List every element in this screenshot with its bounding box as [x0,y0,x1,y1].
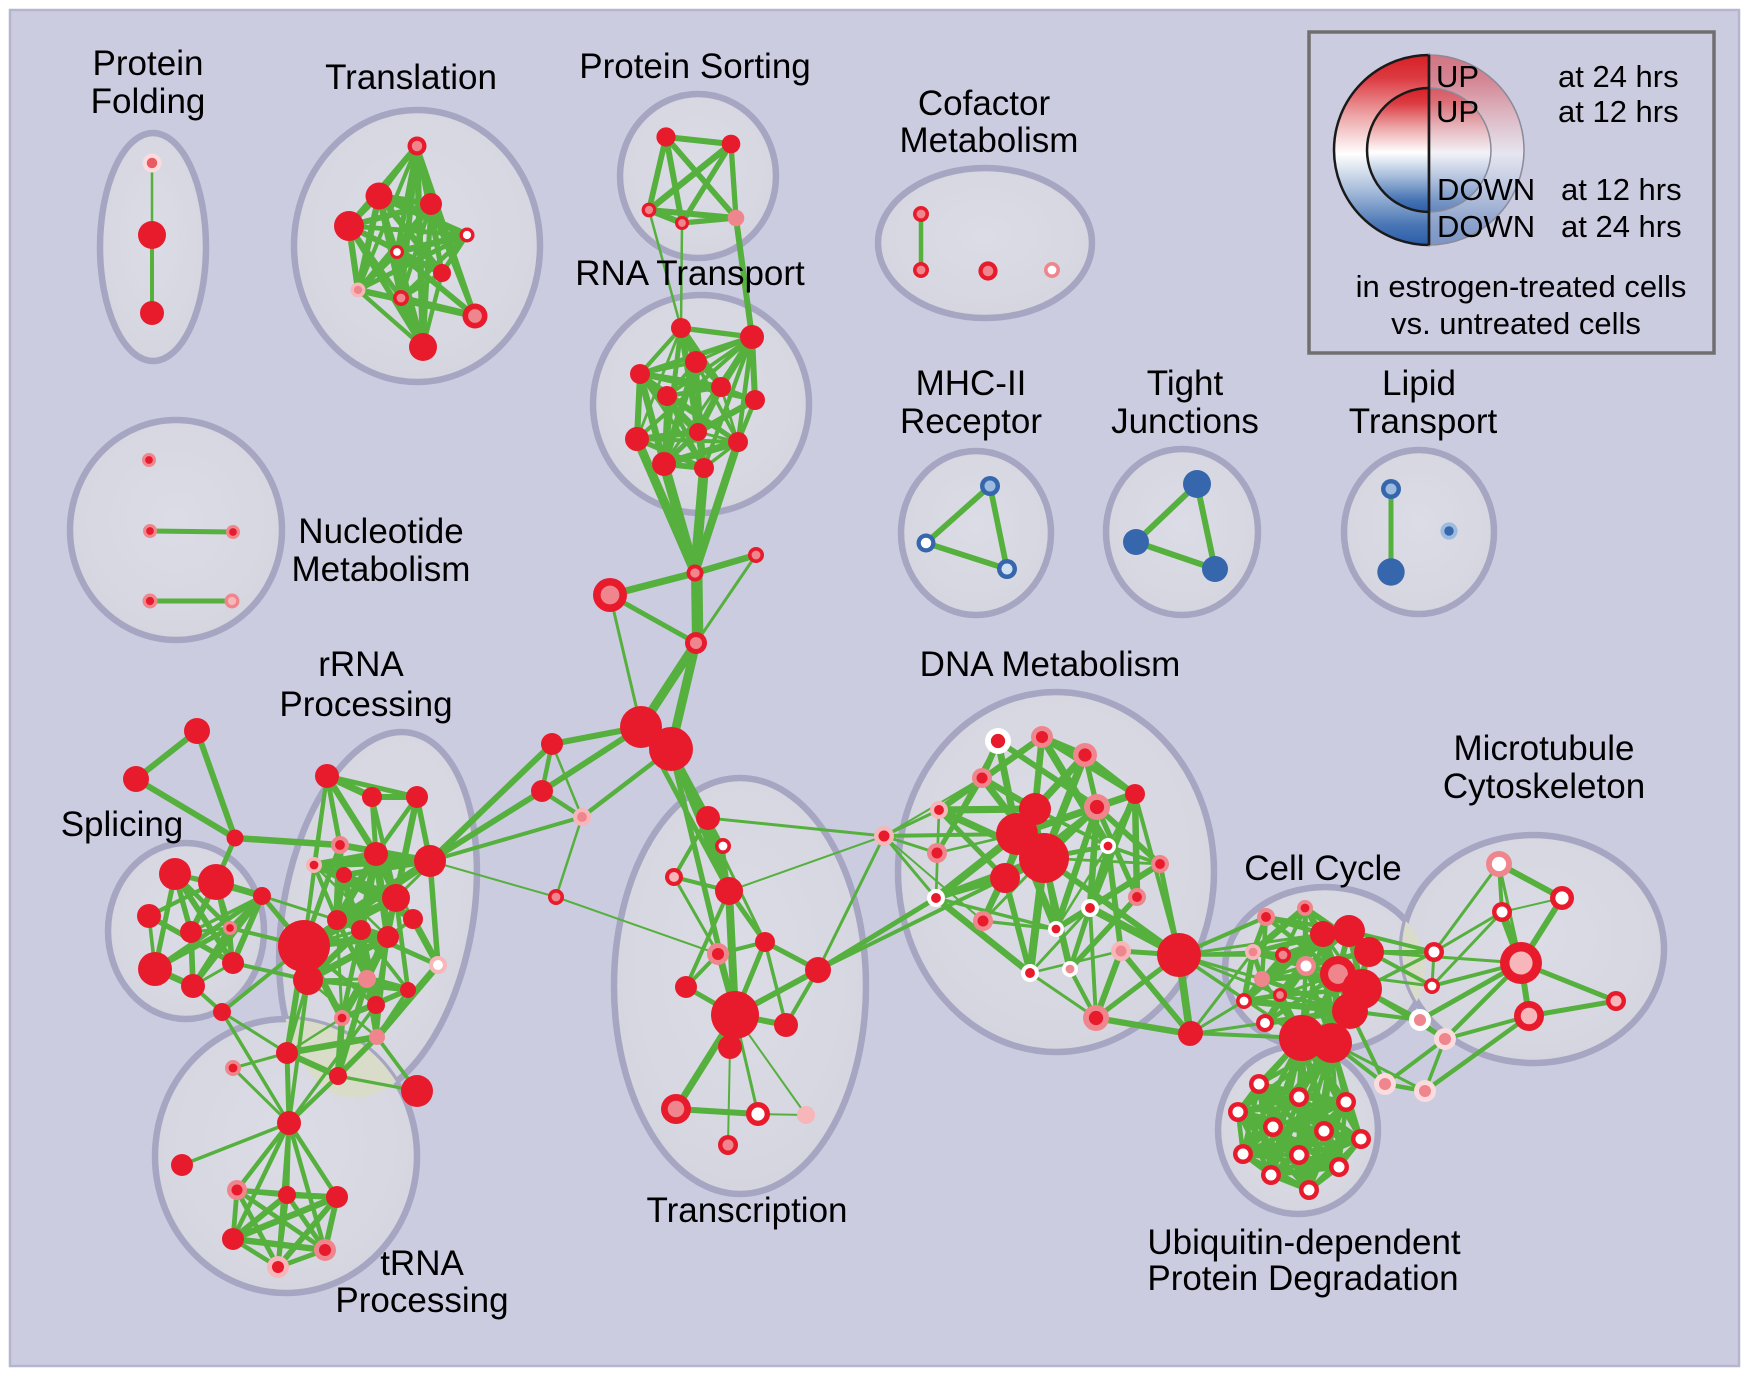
svg-text:vs. untreated cells: vs. untreated cells [1391,306,1641,341]
svg-text:Processing: Processing [335,1281,508,1320]
svg-text:Ubiquitin-dependent: Ubiquitin-dependent [1147,1223,1461,1262]
svg-text:DNA Metabolism: DNA Metabolism [920,645,1181,684]
svg-text:Cell Cycle: Cell Cycle [1244,849,1402,888]
svg-text:at 24 hrs: at 24 hrs [1558,59,1679,94]
svg-text:RNA Transport: RNA Transport [575,254,805,293]
svg-text:rRNA: rRNA [318,645,404,684]
svg-text:UP: UP [1436,59,1479,94]
svg-text:in estrogen-treated cells: in estrogen-treated cells [1356,269,1687,304]
svg-text:DOWN: DOWN [1437,172,1535,207]
svg-text:Microtubule: Microtubule [1454,729,1635,768]
svg-text:Nucleotide: Nucleotide [298,512,463,551]
svg-text:Lipid: Lipid [1382,364,1456,403]
svg-text:Folding: Folding [91,82,206,121]
svg-text:Metabolism: Metabolism [292,550,471,589]
svg-text:UP: UP [1436,94,1479,129]
svg-text:at 12 hrs: at 12 hrs [1561,172,1682,207]
svg-text:at 12 hrs: at 12 hrs [1558,94,1679,129]
svg-text:Cofactor: Cofactor [918,84,1051,123]
svg-text:Processing: Processing [279,685,452,724]
svg-text:DOWN: DOWN [1437,209,1535,244]
svg-text:Cytoskeleton: Cytoskeleton [1443,767,1645,806]
svg-text:Splicing: Splicing [61,805,184,844]
svg-text:Tight: Tight [1147,364,1224,403]
svg-text:Protein: Protein [93,44,204,83]
svg-text:Metabolism: Metabolism [900,121,1079,160]
svg-text:Junctions: Junctions [1111,402,1259,441]
svg-text:Protein Sorting: Protein Sorting [579,47,811,86]
svg-text:Translation: Translation [325,58,497,97]
svg-text:Transcription: Transcription [647,1191,848,1230]
svg-text:at 24 hrs: at 24 hrs [1561,209,1682,244]
svg-text:Receptor: Receptor [900,402,1042,441]
svg-text:Protein Degradation: Protein Degradation [1147,1259,1458,1298]
svg-text:Transport: Transport [1349,402,1498,441]
svg-text:MHC-II: MHC-II [916,364,1027,403]
svg-text:tRNA: tRNA [380,1244,464,1283]
